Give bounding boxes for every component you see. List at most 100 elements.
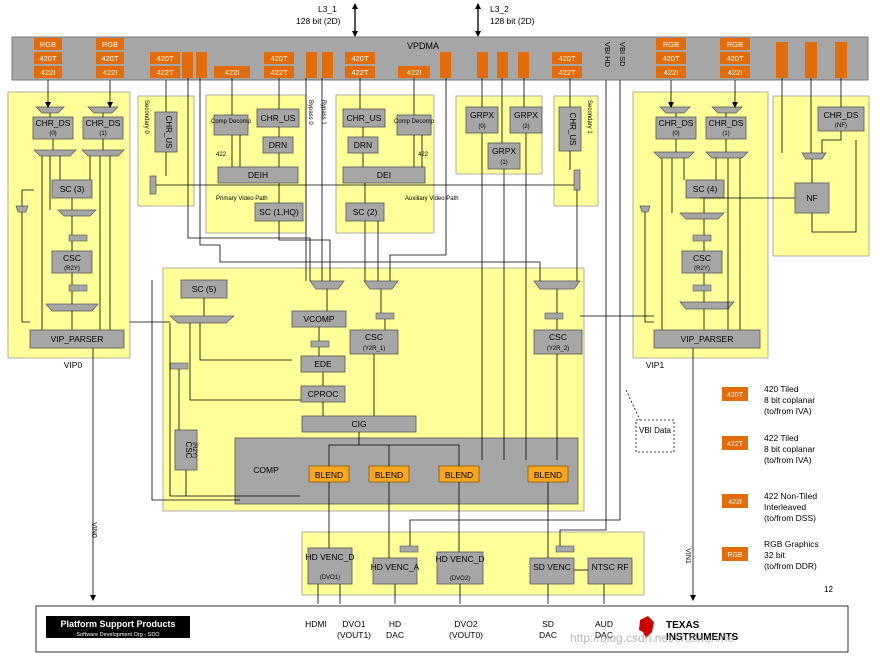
- vbi-hd-label: VBI HD: [603, 42, 612, 68]
- l3-2-width: 128 bit (2D): [490, 16, 535, 26]
- grpx1-label: (1): [500, 160, 507, 166]
- hd-venc-d2-label: HD VENC_D: [435, 554, 484, 564]
- primary-path-label: Primary Video Path: [216, 196, 268, 202]
- csc-label: CSC: [365, 332, 383, 342]
- chr-us-label: CHR_US: [261, 113, 296, 123]
- drn-label: DRN: [354, 140, 372, 150]
- chr-ds-1-label: (1): [99, 131, 106, 137]
- gray-blocks: [29, 106, 865, 585]
- tag-rgb: RGB: [40, 40, 56, 49]
- output-label: HD: [389, 619, 401, 629]
- secondary1-label: Secondary 1: [586, 100, 592, 134]
- csc-y2r1-label: (Y2R_1): [363, 346, 385, 352]
- deih-label: DEIH: [248, 170, 268, 180]
- output-label: HDMI: [305, 619, 327, 629]
- drn-label: DRN: [269, 140, 287, 150]
- grpx-label: GRPX: [492, 146, 516, 156]
- csc-label: CSC: [63, 253, 81, 263]
- chr-us-label: CHR_US: [347, 113, 382, 123]
- tag-420t: 420T: [156, 54, 174, 63]
- format-tags: RGB 420T 422I RGB 420T 422I 420T 422T 42…: [34, 38, 847, 78]
- sc4-label: SC (4): [693, 184, 718, 194]
- legend-line3: (to/from DDR): [764, 561, 817, 571]
- tag-420t: 420T: [558, 54, 576, 63]
- chr-ds-label: CHR_DS: [659, 118, 694, 128]
- legend-line1: 422 Tiled: [764, 433, 799, 443]
- csc-y2r2-label: (Y2R_2): [547, 346, 569, 352]
- cproc-label: CPROC: [308, 389, 339, 399]
- legend-line1: 420 Tiled: [764, 384, 799, 394]
- tag-420t: 420T: [101, 54, 119, 63]
- output-label: DVO2: [454, 619, 477, 629]
- legend-line3: (to/from IVA): [764, 406, 812, 416]
- secondary0-label: Secondary 0: [143, 100, 149, 134]
- tag-422t: 422T: [270, 68, 288, 77]
- dvo1-label: (DVO1): [320, 575, 340, 581]
- tag-422i: 422I: [407, 68, 422, 77]
- legend-line3: (to/from IVA): [764, 455, 812, 465]
- tag-422t: 422T: [558, 68, 576, 77]
- tag-420t: 420T: [351, 54, 369, 63]
- output-sublabel: DAC: [386, 630, 404, 640]
- dei-label: DEI: [377, 170, 391, 180]
- tag-rgb: RGB: [102, 40, 118, 49]
- sc5-label: SC (5): [192, 284, 217, 294]
- nf-label: NF: [806, 193, 817, 203]
- small-boxes: [68, 234, 712, 553]
- mux-shapes: [15, 106, 827, 324]
- vip1-label: VIP1: [646, 360, 665, 370]
- legend-tag: 422I: [728, 499, 742, 506]
- block-labels: CHR_DS (0) CHR_DS (1) SC (3) CSC (R2Y) V…: [36, 100, 859, 582]
- vip-parser-label: VIP_PARSER: [681, 334, 734, 344]
- tag-422i: 422I: [225, 68, 240, 77]
- legend-tag: 422T: [727, 441, 744, 448]
- page-number: 12: [824, 585, 833, 594]
- legend-line2: Interleaved: [764, 502, 806, 512]
- bypass1-label: Bypass 1: [320, 100, 326, 125]
- l3-2-bus: L3_2 128 bit (2D): [475, 3, 535, 37]
- legend-tag: 420T: [727, 392, 744, 399]
- chr-ds-nf-label: (NF): [835, 123, 847, 129]
- legend: 420T 420 Tiled 8 bit coplanar (to/from I…: [722, 384, 833, 594]
- comp-decomp-label: Comp Decomp: [394, 119, 435, 125]
- chr-us-label: CHR_US: [568, 113, 577, 146]
- legend-line3: (to/from DSS): [764, 513, 816, 523]
- hd-venc-label: HD VENC_D: [305, 552, 354, 562]
- tag-rgb: RGB: [663, 40, 679, 49]
- output-label: SD: [542, 619, 554, 629]
- vip-parser-label: VIP_PARSER: [51, 334, 104, 344]
- footer: Platform Support Products Software Devel…: [35, 605, 849, 653]
- r2y-label: (R2Y): [191, 442, 197, 458]
- vbi-sd-label: VBI SD: [618, 42, 627, 67]
- chr-ds-label: CHR_DS: [709, 118, 744, 128]
- blend-label: BLEND: [534, 470, 562, 480]
- ntsc-rf-label: NTSC RF: [592, 562, 629, 572]
- legend-line2: 8 bit coplanar: [764, 444, 815, 454]
- footer-title: Platform Support Products: [60, 619, 175, 629]
- aux-path-label: Auxiliary Video Path: [405, 196, 459, 202]
- blend-label: BLEND: [445, 470, 473, 480]
- grpx2-label: (2): [522, 124, 529, 130]
- l3-1-width: 128 bit (2D): [296, 16, 341, 26]
- vpdma-label: VPDMA: [407, 41, 439, 51]
- tag-422i: 422I: [728, 68, 743, 77]
- tag-420t: 420T: [726, 54, 744, 63]
- l3-2-label: L3_2: [490, 4, 509, 14]
- csc-label: CSC: [693, 253, 711, 263]
- output-sublabel: (VOUT1): [337, 630, 371, 640]
- vin1-label: VIN1: [684, 548, 691, 564]
- chr-ds-label: CHR_DS: [824, 110, 859, 120]
- chr-ds-label: CHR_DS: [36, 118, 71, 128]
- csc-label: CSC: [184, 442, 193, 459]
- outputs: HDMI DVO1 (VOUT1) HD DAC DVO2 (VOUT0) SD…: [305, 619, 613, 640]
- vcomp-label: VCOMP: [303, 314, 335, 324]
- chr-ds-0-label: (0): [49, 131, 56, 137]
- grpx0-label: (0): [478, 124, 485, 130]
- sc2-label: SC (2): [353, 207, 378, 217]
- output-sublabel: DAC: [595, 630, 613, 640]
- output-label: AUD: [595, 619, 613, 629]
- watermark: http://blog.csdn.net/crushonme: [570, 631, 734, 645]
- blend-label: BLEND: [375, 470, 403, 480]
- l3-1-bus: L3_1 128 bit (2D): [296, 3, 358, 37]
